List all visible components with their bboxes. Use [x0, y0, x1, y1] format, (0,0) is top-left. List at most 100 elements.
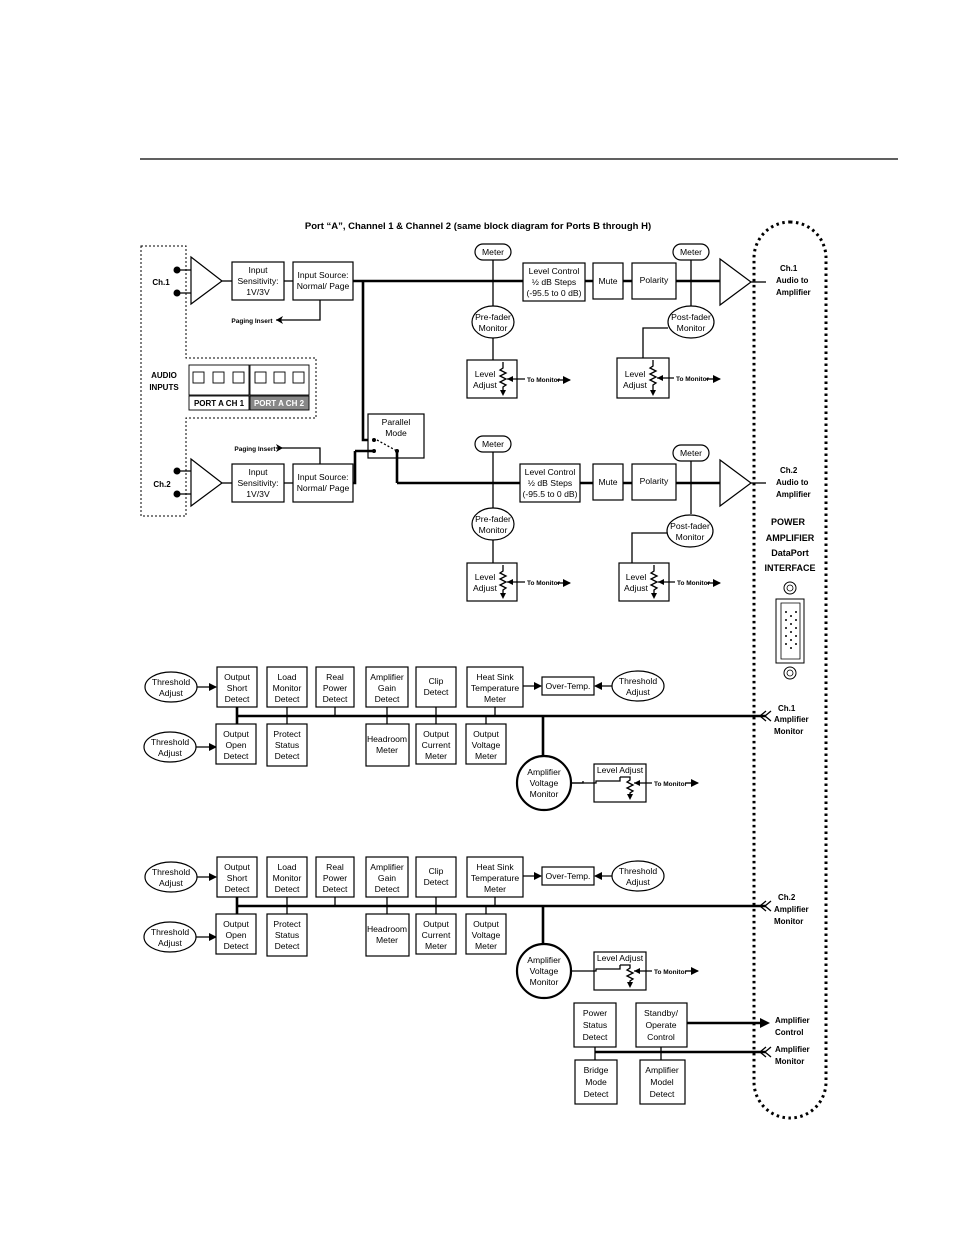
svg-text:Meter: Meter — [680, 247, 702, 257]
svg-text:Current: Current — [422, 740, 451, 750]
svg-text:Output: Output — [423, 919, 449, 929]
svg-text:Monitor: Monitor — [530, 977, 559, 987]
svg-text:Sensitivity:: Sensitivity: — [237, 478, 278, 488]
ch1-input-source-box — [292, 261, 354, 301]
svg-text:Gain: Gain — [378, 683, 396, 693]
svg-text:Detect: Detect — [275, 694, 300, 704]
svg-text:Monitor: Monitor — [479, 323, 508, 333]
svg-text:Threshold: Threshold — [151, 927, 189, 937]
svg-text:Real: Real — [326, 862, 344, 872]
svg-text:Audio to: Audio to — [776, 478, 809, 487]
svg-text:Detect: Detect — [323, 694, 348, 704]
svg-text:Threshold: Threshold — [152, 677, 190, 687]
svg-text:Threshold: Threshold — [619, 676, 657, 686]
svg-text:Mute: Mute — [598, 477, 617, 487]
svg-text:Detect: Detect — [650, 1089, 675, 1099]
svg-text:Parallel: Parallel — [382, 417, 411, 427]
svg-text:Over-Temp.: Over-Temp. — [546, 681, 591, 691]
audio-input-boundary — [140, 245, 317, 517]
svg-text:Protect: Protect — [273, 729, 301, 739]
svg-text:Mode: Mode — [385, 428, 407, 438]
m2-threshold-right — [611, 860, 665, 892]
svg-text:Amplifier: Amplifier — [527, 767, 561, 777]
svg-text:Status: Status — [275, 740, 299, 750]
m2-output-short-detect — [216, 856, 258, 898]
svg-text:1V/3V: 1V/3V — [246, 287, 270, 297]
svg-text:Protect: Protect — [273, 919, 301, 929]
svg-text:Sensitivity:: Sensitivity: — [237, 276, 278, 286]
svg-text:Power: Power — [583, 1008, 607, 1018]
svg-text:To Monitor: To Monitor — [654, 781, 688, 788]
svg-text:Detect: Detect — [225, 694, 250, 704]
m1-heat-sink-meter — [466, 666, 524, 708]
svg-text:POWER: POWER — [771, 517, 806, 527]
ch2-input-sensitivity-box — [231, 463, 285, 503]
svg-text:Level: Level — [626, 572, 647, 582]
svg-text:AMPLIFIER: AMPLIFIER — [766, 533, 815, 543]
svg-text:Voltage: Voltage — [530, 778, 559, 788]
svg-text:Amplifier: Amplifier — [776, 288, 811, 297]
svg-text:Detect: Detect — [583, 1032, 608, 1042]
svg-text:Detect: Detect — [323, 884, 348, 894]
ch2-level-control — [519, 463, 581, 503]
svg-text:Level: Level — [475, 369, 496, 379]
svg-text:To Monitor: To Monitor — [654, 969, 688, 976]
ch1-input-amplifier-icon — [190, 255, 223, 306]
m2-output-voltage-meter — [465, 913, 507, 955]
svg-text:Amplifier: Amplifier — [370, 672, 404, 682]
svg-text:Level Adjust: Level Adjust — [597, 953, 644, 963]
svg-text:Monitor: Monitor — [479, 525, 508, 535]
svg-text:Detect: Detect — [225, 884, 250, 894]
ch2-to-monitor-post: To Monitor — [677, 580, 711, 587]
svg-text:Mode: Mode — [585, 1077, 607, 1087]
svg-text:Meter: Meter — [482, 439, 504, 449]
m2-clip-detect — [415, 856, 457, 898]
svg-text:Temperature: Temperature — [471, 873, 519, 883]
svg-text:Amplifier: Amplifier — [775, 1016, 810, 1025]
svg-text:Threshold: Threshold — [151, 737, 189, 747]
svg-text:Output: Output — [223, 919, 249, 929]
svg-text:Detect: Detect — [375, 884, 400, 894]
amp-monitor-ch2-section: Threshold Adjust Threshold Adjust Output… — [143, 856, 809, 1000]
svg-text:INTERFACE: INTERFACE — [764, 563, 815, 573]
bridge-mode-detect — [574, 1059, 618, 1105]
svg-text:Level Control: Level Control — [529, 266, 580, 276]
svg-text:Adjust: Adjust — [626, 687, 650, 697]
m1-threshold-right — [611, 670, 665, 702]
svg-text:Monitor: Monitor — [676, 532, 705, 542]
svg-text:Temperature: Temperature — [471, 683, 519, 693]
ch2-to-monitor-pre: To Monitor — [527, 580, 561, 587]
svg-text:Control: Control — [775, 1028, 803, 1037]
svg-text:Short: Short — [227, 683, 248, 693]
svg-text:Open: Open — [225, 740, 246, 750]
svg-text:Normal/ Page: Normal/ Page — [297, 281, 350, 291]
dataport-interface-boundary — [752, 220, 828, 1120]
svg-text:Over-Temp.: Over-Temp. — [546, 871, 591, 881]
svg-text:Level: Level — [475, 572, 496, 582]
svg-text:Open: Open — [225, 930, 246, 940]
svg-text:Meter: Meter — [484, 884, 506, 894]
svg-text:Adjust: Adjust — [158, 938, 182, 948]
svg-text:Output: Output — [473, 729, 499, 739]
svg-text:Monitor: Monitor — [677, 323, 706, 333]
svg-text:Load: Load — [277, 672, 296, 682]
ch2-paging-insert-label: Paging Insert — [234, 446, 276, 453]
svg-text:Adjust: Adjust — [159, 688, 183, 698]
svg-text:Amplifier: Amplifier — [776, 490, 811, 499]
diagram-title: Port “A”, Channel 1 & Channel 2 (same bl… — [305, 221, 651, 232]
potentiometer-icon — [498, 362, 508, 392]
svg-text:Meter: Meter — [482, 247, 504, 257]
svg-text:Model: Model — [650, 1077, 673, 1087]
svg-text:Voltage: Voltage — [472, 740, 501, 750]
svg-text:Monitor: Monitor — [530, 789, 559, 799]
svg-text:Input: Input — [248, 467, 268, 477]
m2-protect-status-detect — [266, 913, 308, 957]
ch1-output-amplifier-icon — [719, 257, 753, 307]
svg-text:½ dB Steps: ½ dB Steps — [532, 277, 576, 287]
svg-text:Output: Output — [473, 919, 499, 929]
amp-monitor-ch1-section: Threshold Adjust Threshold Adjust Output… — [143, 666, 809, 812]
svg-text:Detect: Detect — [375, 694, 400, 704]
svg-text:Pre-fader: Pre-fader — [475, 514, 511, 524]
svg-text:Monitor: Monitor — [273, 683, 302, 693]
